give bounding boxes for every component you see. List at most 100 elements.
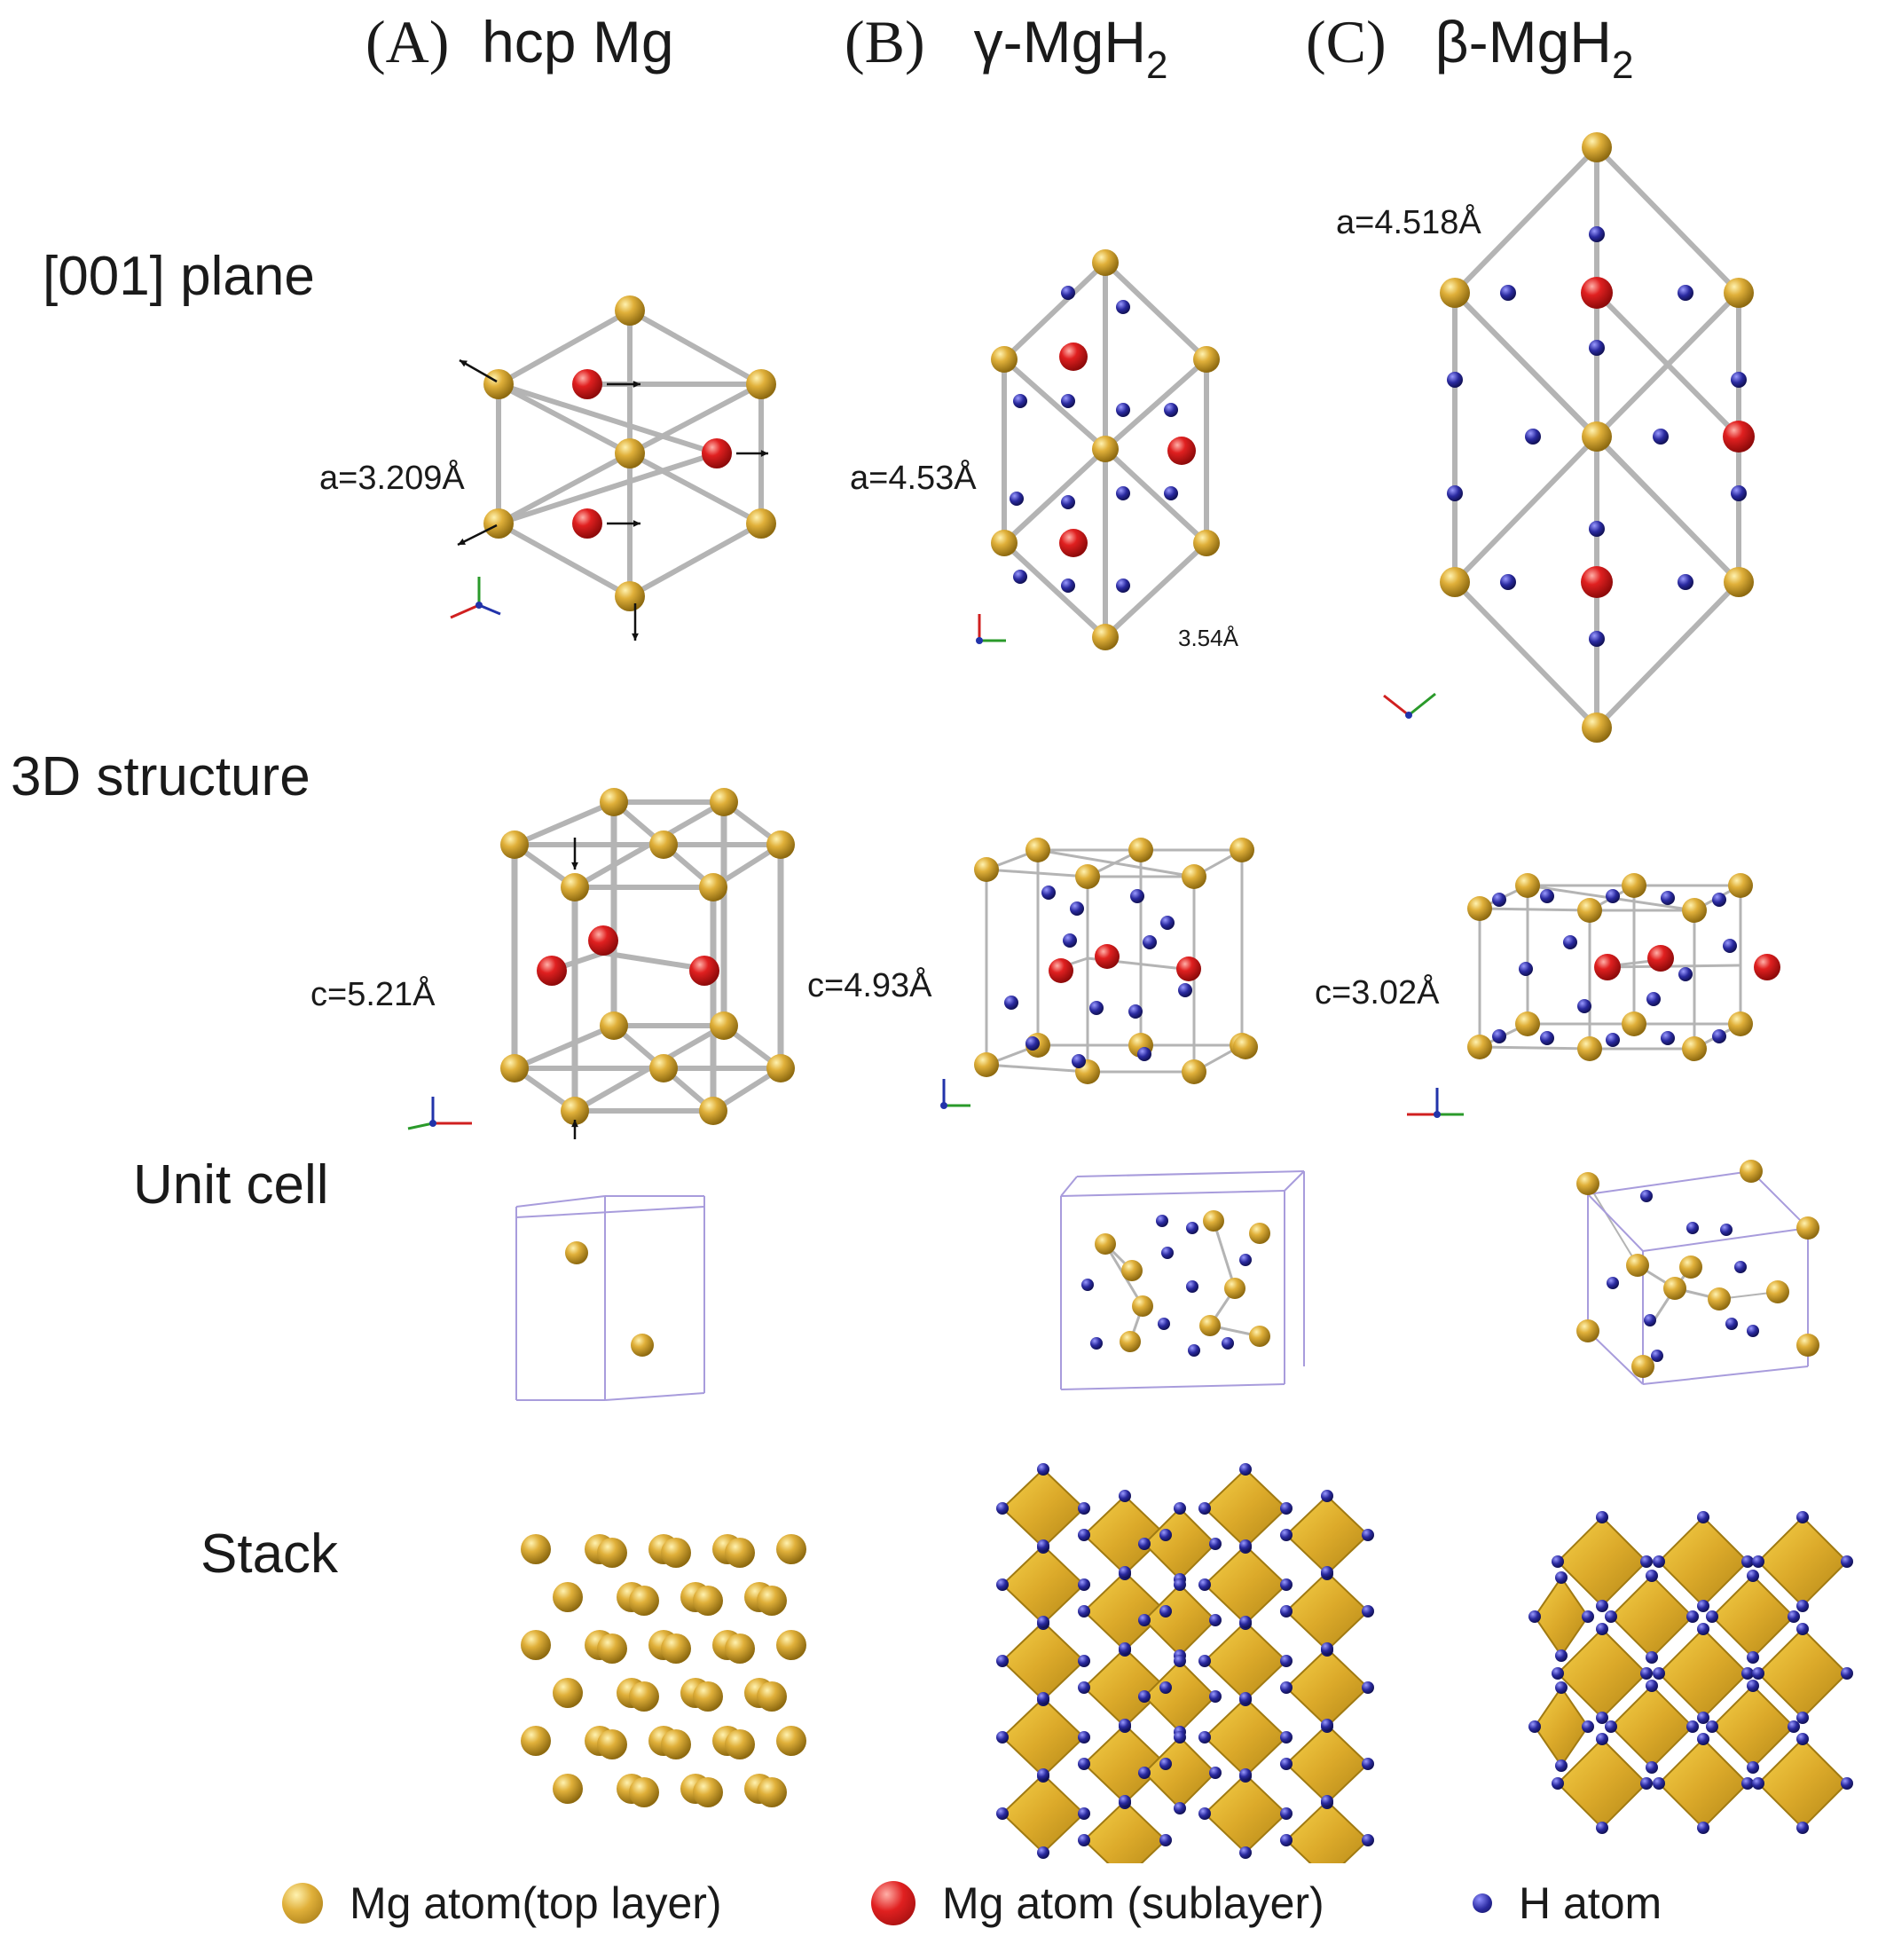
h-atom: [1239, 1539, 1252, 1552]
bond-line: [1478, 907, 1591, 912]
h-atom: [1447, 372, 1463, 388]
row-label-plane: [001] plane: [43, 246, 315, 307]
legend: Mg atom(top layer) Mg atom (sublayer) H …: [0, 1877, 1878, 1957]
arrow-line: [457, 523, 498, 547]
mg-top-atom: [661, 1538, 691, 1568]
h-atom: [1362, 1834, 1374, 1846]
mg-top-atom: [615, 581, 645, 611]
h-atom: [1841, 1667, 1853, 1680]
h-atom: [1037, 1768, 1049, 1781]
mg-top-atom: [521, 1630, 551, 1660]
mg-sub-atom: [1049, 958, 1073, 983]
mg-top-atom: [1128, 838, 1153, 862]
mg-top-atom: [500, 1054, 529, 1082]
h-atom: [1280, 1834, 1293, 1846]
h-atom: [1138, 1767, 1151, 1779]
h-atom: [1697, 1822, 1709, 1834]
h-atom: [1741, 1667, 1754, 1680]
axis-origin: [475, 602, 483, 609]
mg-top-atom: [1582, 132, 1612, 162]
h-atom: [1239, 1846, 1252, 1859]
h-atom: [1362, 1605, 1374, 1618]
mg-top-atom: [521, 1726, 551, 1756]
mg-top-atom: [974, 857, 999, 882]
mg-top-atom: [1193, 530, 1220, 556]
h-atom: [1678, 574, 1693, 590]
mg-top-atom: [710, 1011, 738, 1040]
mg-top-atom: [725, 1633, 755, 1664]
h-atom: [1731, 372, 1747, 388]
h-atom: [1280, 1502, 1293, 1515]
h-atom: [1119, 1642, 1131, 1655]
h-atom: [1239, 1768, 1252, 1781]
mg-top-atom: [553, 1774, 583, 1804]
mg-top-atom: [776, 1630, 806, 1660]
h-atom: [1796, 1733, 1809, 1745]
mgh6-octahedron: [1285, 1647, 1370, 1728]
h-atom: [1174, 1502, 1186, 1515]
h-atom: [1555, 1571, 1568, 1584]
h-atom: [1321, 1642, 1333, 1655]
mg-top-atom: [693, 1681, 723, 1712]
mg-top-atom: [1121, 1260, 1143, 1281]
row-label-unit-cell: Unit cell: [133, 1154, 329, 1216]
h-atom: [1037, 1616, 1049, 1628]
h-atom: [1090, 1337, 1103, 1350]
h-atom: [1589, 340, 1605, 356]
h-atom: [1723, 939, 1737, 953]
h-atom: [1280, 1529, 1293, 1541]
h-atom: [1519, 962, 1533, 976]
h-atom: [1164, 486, 1178, 500]
mg-top-atom: [1576, 1172, 1599, 1195]
h-atom: [1063, 933, 1077, 948]
h-atom: [1081, 1279, 1094, 1291]
mg-sub-atom: [1754, 954, 1780, 980]
bond-line: [512, 1023, 617, 1071]
cell-edge: [515, 1206, 705, 1218]
mg-top-atom: [1095, 1233, 1116, 1255]
h-atom: [1606, 889, 1620, 903]
mg-top-atom: [597, 1538, 627, 1568]
h-atom: [1198, 1731, 1211, 1744]
h-atom: [1646, 1651, 1658, 1664]
h-atom: [1640, 1190, 1653, 1202]
axis-arrow: [450, 603, 480, 619]
h-atom: [1164, 403, 1178, 417]
mg-top-atom: [991, 530, 1018, 556]
h-atom: [1528, 1720, 1541, 1733]
h-atom: [1137, 1047, 1151, 1061]
column-a-name: hcp Mg: [482, 9, 674, 75]
mg-top-atom: [1576, 1319, 1599, 1342]
h-atom: [1198, 1578, 1211, 1591]
mg-top-atom: [1626, 1254, 1649, 1277]
mgh6-octahedron: [1001, 1773, 1086, 1854]
h-atom: [1138, 1614, 1151, 1626]
mg-top-atom: [699, 1097, 727, 1125]
mg-top-atom: [974, 1052, 999, 1077]
h-atom: [1796, 1822, 1809, 1834]
h-atom: [1138, 1690, 1151, 1703]
h-atom: [1661, 1031, 1675, 1045]
h-atom: [1209, 1690, 1222, 1703]
mg-top-atom: [757, 1777, 787, 1807]
h-atom: [1734, 1261, 1747, 1273]
h-atom: [1555, 1681, 1568, 1694]
cell-edge: [1587, 1193, 1644, 1252]
h-atom: [1646, 1680, 1658, 1692]
h-atom: [1747, 1761, 1759, 1774]
dim-a-beta: a=4.518Å: [1336, 204, 1481, 241]
mg-top-atom: [1467, 896, 1492, 921]
mg-sub-atom: [1647, 945, 1674, 972]
h-atom: [1078, 1807, 1090, 1820]
mg-top-atom: [1193, 346, 1220, 373]
mg-top-atom: [1724, 278, 1754, 308]
h-atom: [1198, 1807, 1211, 1820]
h-atom: [1653, 429, 1669, 445]
h-atom: [1596, 1733, 1608, 1745]
h-atom: [1555, 1649, 1568, 1662]
h-atom: [1841, 1555, 1853, 1568]
mgh6-octahedron: [1285, 1723, 1370, 1805]
h-atom: [1178, 983, 1192, 997]
bond-line: [1452, 579, 1599, 730]
mg-sub-atom: [1723, 421, 1755, 453]
